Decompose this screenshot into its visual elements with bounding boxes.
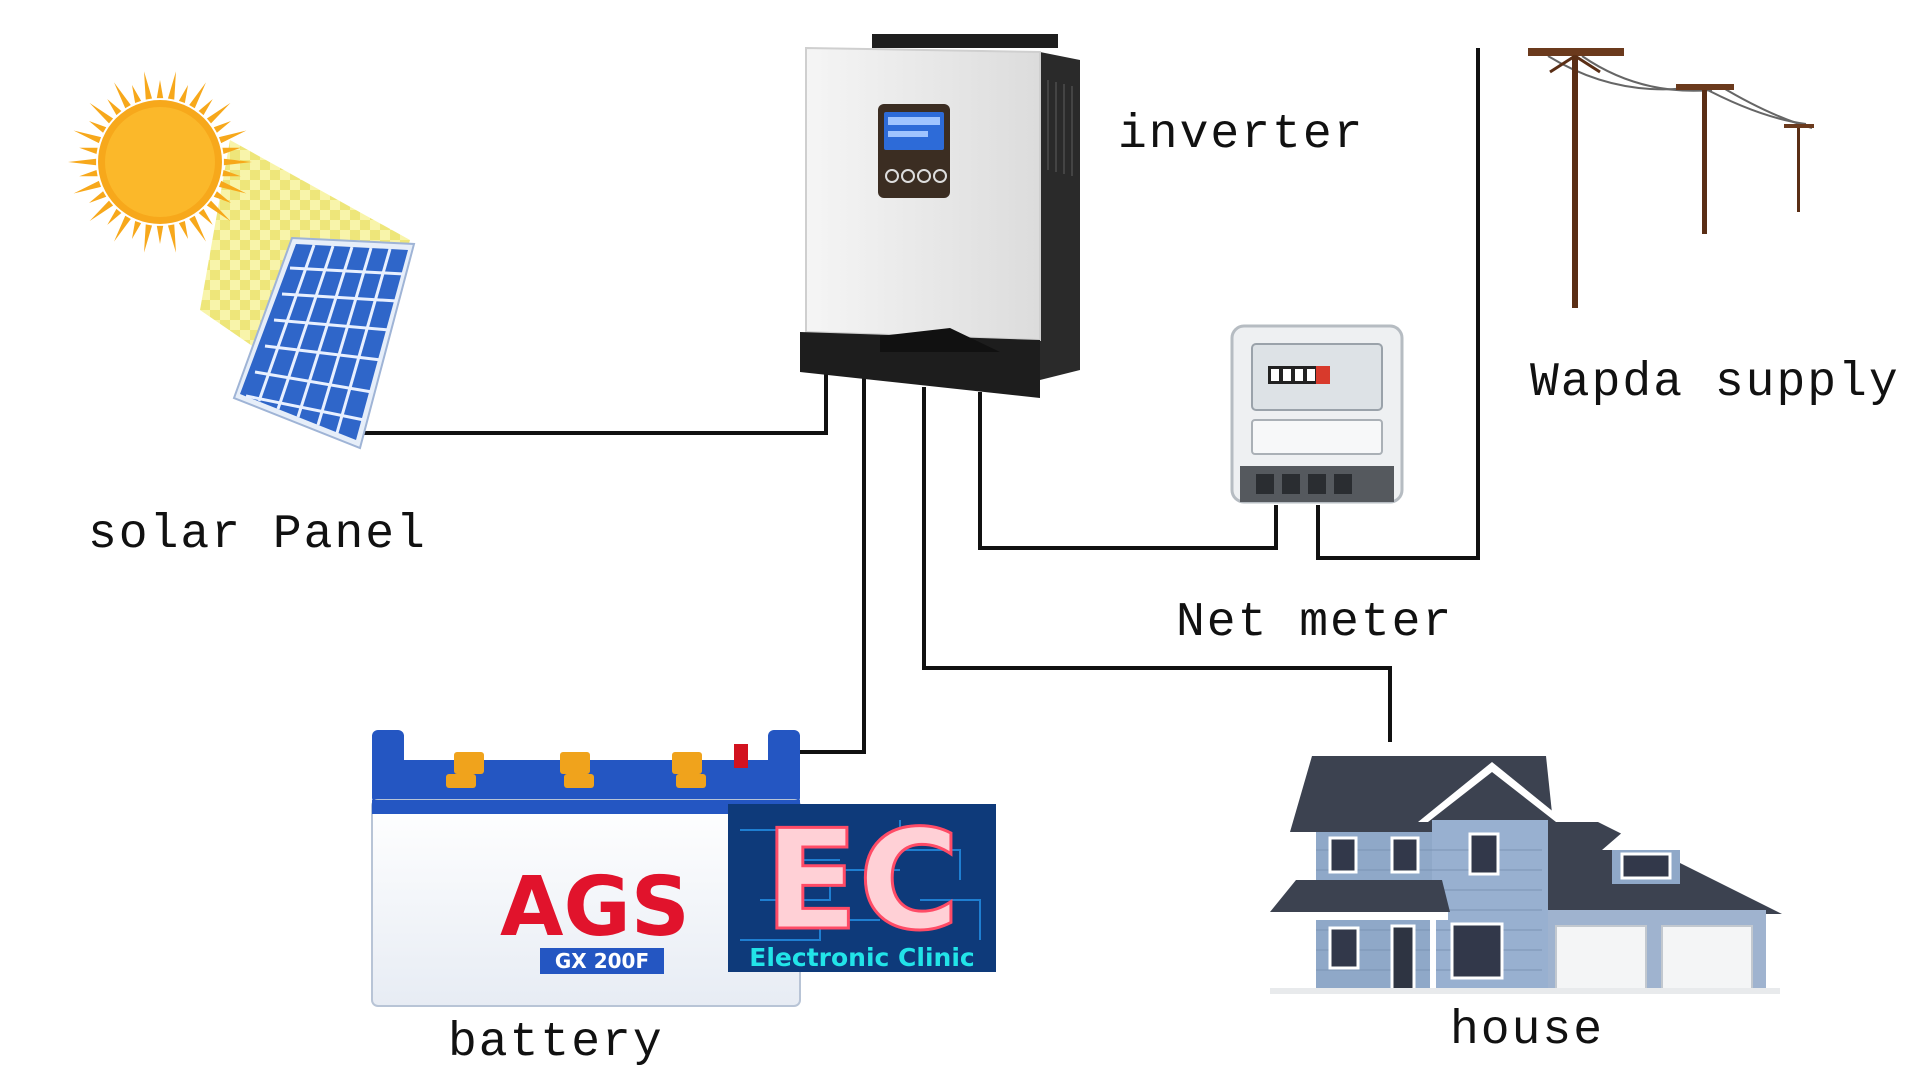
label-net-meter: Net meter bbox=[1176, 596, 1454, 650]
wire-battery-inverter bbox=[800, 376, 866, 754]
label-house: house bbox=[1450, 1004, 1605, 1058]
wire-inverter-netmeter bbox=[978, 392, 1278, 550]
label-solar-panel: solar Panel bbox=[88, 508, 427, 562]
watermark-text: Electronic Clinic bbox=[749, 943, 974, 972]
house-icon bbox=[1270, 756, 1782, 994]
inverter-icon bbox=[800, 34, 1080, 398]
wire-solar-inverter bbox=[340, 372, 828, 435]
solar-panel-icon bbox=[232, 236, 416, 450]
label-wapda-supply: Wapda supply bbox=[1530, 356, 1900, 410]
battery-model: GX 200F bbox=[555, 949, 649, 973]
wire-house-inverter bbox=[922, 387, 1392, 742]
label-battery: battery bbox=[448, 1016, 664, 1070]
net-meter-icon bbox=[1230, 324, 1404, 504]
label-inverter: inverter bbox=[1118, 108, 1365, 162]
wire-netmeter-wapda bbox=[1316, 48, 1480, 560]
utility-pole-icon bbox=[1528, 48, 1814, 308]
watermark-logo: EC Electronic Clinic bbox=[728, 799, 996, 972]
watermark-letters: EC bbox=[764, 800, 960, 961]
battery-brand: AGS bbox=[500, 860, 690, 955]
wires bbox=[340, 48, 1480, 754]
battery-icon: AGS GX 200F bbox=[371, 730, 801, 1007]
